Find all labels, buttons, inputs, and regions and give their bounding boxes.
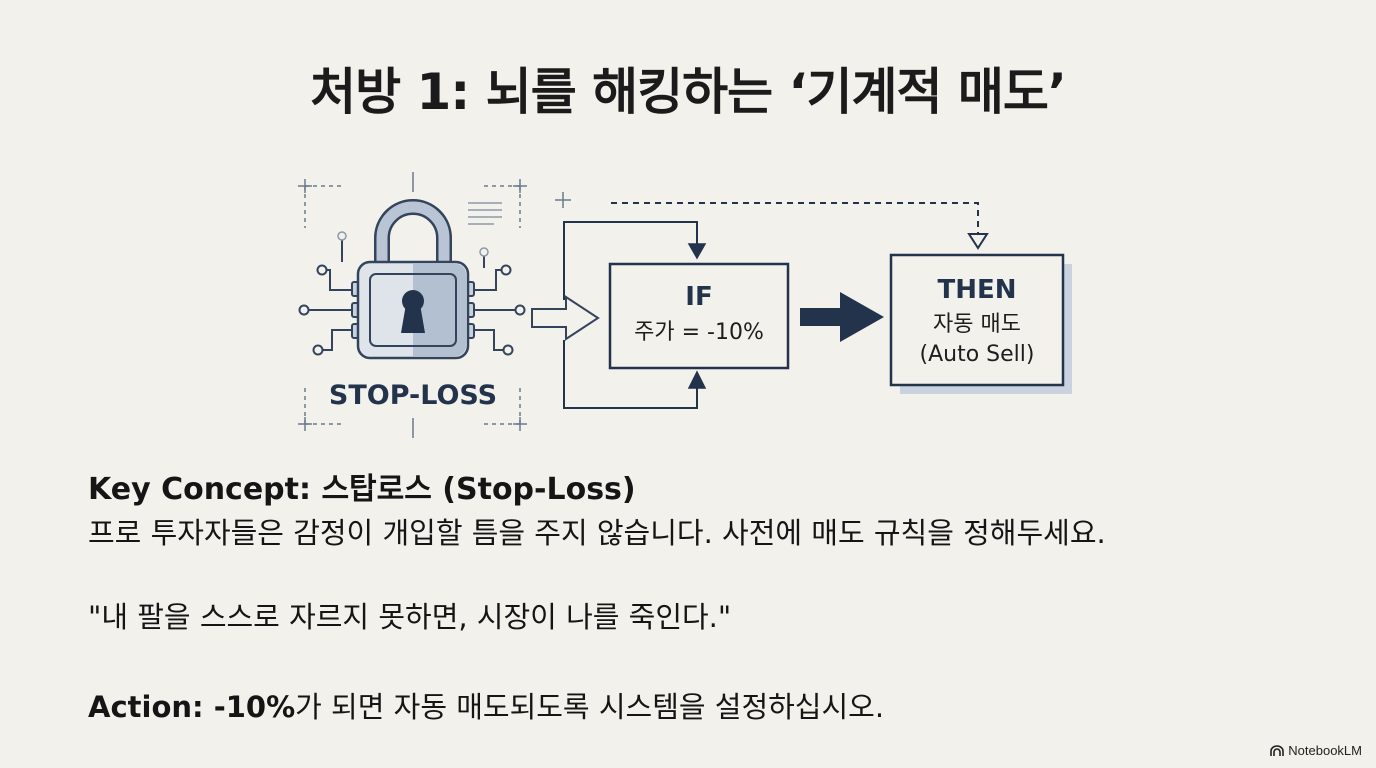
corner-brackets bbox=[304, 185, 521, 425]
loop-arrows bbox=[563, 221, 698, 409]
action-rest: 가 되면 자동 매도되도록 시스템을 설정하십시오. bbox=[295, 690, 885, 724]
action-text: Action: -10%가 되면 자동 매도되도록 시스템을 설정하십시오. bbox=[88, 684, 884, 726]
lock-illustration: STOP-LOSS bbox=[298, 172, 571, 438]
then-box: THEN 자동 매도 (Auto Sell) bbox=[889, 253, 1072, 394]
if-heading: IF bbox=[685, 282, 712, 312]
slide-title: 처방 1: 뇌를 해킹하는 ‘기계적 매도’ bbox=[310, 63, 1067, 121]
quote-text: "내 팔을 스스로 자르지 못하면, 시장이 나를 죽인다." bbox=[88, 600, 732, 634]
then-heading: THEN bbox=[937, 275, 1016, 305]
bold-arrow-to-then bbox=[800, 292, 884, 342]
if-condition: 주가 = -10% bbox=[634, 320, 764, 345]
then-line2: (Auto Sell) bbox=[920, 342, 1035, 367]
key-concept-heading: Key Concept: 스탑로스 (Stop-Loss) bbox=[88, 472, 636, 507]
description-text: 프로 투자자들은 감정이 개입할 틈을 주지 않습니다. 사전에 매도 규칙을 … bbox=[88, 516, 1106, 550]
then-line1: 자동 매도 bbox=[933, 312, 1021, 337]
brand-watermark: NotebookLM bbox=[1270, 743, 1362, 758]
if-box: IF 주가 = -10% bbox=[608, 262, 790, 370]
brand-label: NotebookLM bbox=[1288, 743, 1362, 758]
stop-loss-diagram: STOP-LOSS IF 주가 = -10% THEN 자동 매도 (Auto … bbox=[298, 172, 1072, 438]
hollow-arrow-to-if bbox=[531, 295, 600, 341]
action-prefix: Action: -10% bbox=[88, 690, 296, 724]
keyhole-icon bbox=[401, 290, 425, 333]
notebooklm-logo-icon bbox=[1270, 744, 1285, 756]
doc-lines-icon bbox=[468, 202, 502, 225]
lock-label: STOP-LOSS bbox=[329, 380, 497, 411]
dashed-route bbox=[611, 202, 979, 238]
